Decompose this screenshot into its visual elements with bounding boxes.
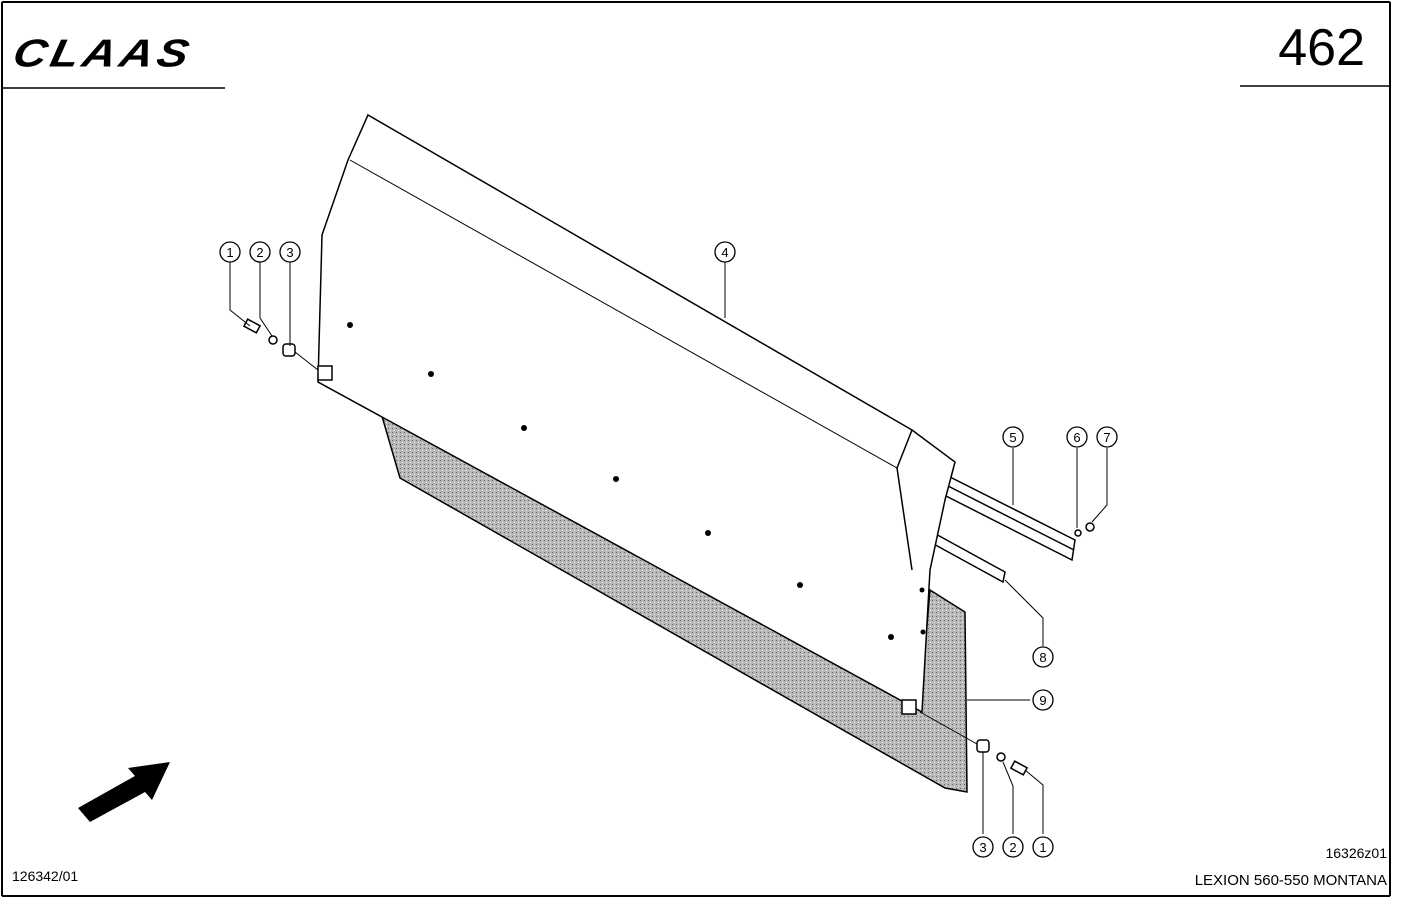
svg-text:2: 2 xyxy=(256,245,263,260)
rail-part-5 xyxy=(945,474,1076,562)
machine-model: LEXION 560-550 MONTANA xyxy=(1194,872,1387,889)
callout-6: 6 xyxy=(1066,426,1088,448)
leader-lines xyxy=(229,262,1108,834)
svg-text:1: 1 xyxy=(226,245,233,260)
svg-text:3: 3 xyxy=(979,840,986,855)
page-number: 462 xyxy=(1278,19,1365,77)
callout-2-left: 2 xyxy=(249,241,271,263)
drawing-number: 16326z01 xyxy=(1325,845,1387,861)
callout-1-left: 1 xyxy=(219,241,241,263)
callout-3-right: 3 xyxy=(972,836,994,858)
svg-text:5: 5 xyxy=(1009,430,1016,445)
callout-7: 7 xyxy=(1096,426,1118,448)
svg-text:3: 3 xyxy=(286,245,293,260)
svg-text:8: 8 xyxy=(1039,650,1046,665)
callout-1-right: 1 xyxy=(1032,836,1054,858)
fasteners xyxy=(242,318,1095,776)
direction-arrow-icon xyxy=(78,762,170,822)
callout-2-right: 2 xyxy=(1002,836,1024,858)
callout-5: 5 xyxy=(1002,426,1024,448)
cover-panel-part-4 xyxy=(317,113,956,715)
svg-text:9: 9 xyxy=(1039,693,1046,708)
svg-text:1: 1 xyxy=(1039,840,1046,855)
svg-text:7: 7 xyxy=(1103,430,1110,445)
callout-3-left: 3 xyxy=(279,241,301,263)
rail-part-8 xyxy=(929,530,1006,584)
svg-text:6: 6 xyxy=(1073,430,1080,445)
document-number: 126342/01 xyxy=(12,868,79,884)
callout-9: 9 xyxy=(1032,689,1054,711)
callout-8: 8 xyxy=(1032,646,1054,668)
svg-text:4: 4 xyxy=(721,245,728,260)
claas-logo: CLAAS xyxy=(9,30,198,76)
svg-text:2: 2 xyxy=(1009,840,1016,855)
callout-4: 4 xyxy=(714,241,736,263)
